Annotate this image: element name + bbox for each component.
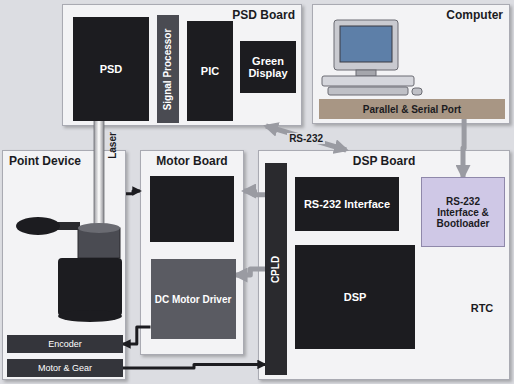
panel-title: Point Device	[9, 154, 119, 168]
connector-arrow	[123, 364, 265, 368]
box-label: PIC	[201, 65, 219, 77]
part-bar: Motor & Gear	[7, 359, 123, 377]
chip-label: RTC	[471, 302, 494, 314]
box-label: RS-232 Interface & Bootloader	[425, 196, 501, 229]
box-label: Green Display	[243, 55, 293, 79]
connector-arrow	[244, 191, 265, 195]
box-label: Parallel & Serial Port	[363, 104, 461, 115]
connector-arrow	[463, 119, 464, 177]
port-bar: Parallel & Serial Port	[319, 99, 505, 119]
box-label: Motor & Gear	[38, 363, 92, 373]
panel-title: Computer	[319, 8, 503, 22]
connector-label: RS-232	[287, 133, 325, 144]
sensor-block: PSD	[73, 17, 149, 121]
computer-panel: ComputerParallel & Serial Port	[312, 4, 510, 124]
connector-arrow	[123, 327, 151, 344]
connector-arrow	[126, 191, 140, 194]
box-label: CPLD	[271, 255, 282, 282]
vertical-label: Laser	[107, 132, 118, 159]
box-label: DC Motor Driver	[155, 294, 232, 305]
vertical-label: Laser	[104, 128, 120, 162]
board-panel: Motor Board DC Motor Driver	[140, 150, 244, 355]
display-block: Green Display	[240, 41, 296, 93]
chip-block: PIC	[187, 21, 233, 121]
panel-title: DSP Board	[265, 154, 503, 168]
chip-label: RTC	[464, 300, 500, 316]
interface-block: RS-232 Interface	[295, 177, 399, 231]
bootloader-block: RS-232 Interface & Bootloader	[421, 177, 505, 247]
logic-bar: CPLD	[265, 163, 287, 375]
connector-arrow	[266, 126, 346, 150]
board-panel: DSP BoardCPLD RS-232 InterfaceDSP RS-232 I…	[258, 150, 510, 380]
connector-arrow	[236, 269, 266, 275]
box-label: Signal Processor	[163, 28, 174, 110]
box-label: DSP	[344, 291, 367, 303]
driver-block: DC Motor Driver	[151, 259, 236, 339]
device-panel: Point DeviceEncoderMotor & Gear	[2, 150, 126, 380]
part-bar: Encoder	[7, 335, 123, 353]
box-label: RS-232 Interface	[304, 198, 390, 210]
processor-bar: Signal Processor	[157, 15, 179, 123]
panel-title: Motor Board	[147, 154, 237, 168]
board-panel: PSD BoardPSDSignal ProcessorPICGreen Dis…	[62, 4, 302, 126]
box-label: Encoder	[48, 339, 82, 349]
box-label: PSD	[100, 63, 123, 75]
processor-block: DSP	[295, 245, 415, 349]
